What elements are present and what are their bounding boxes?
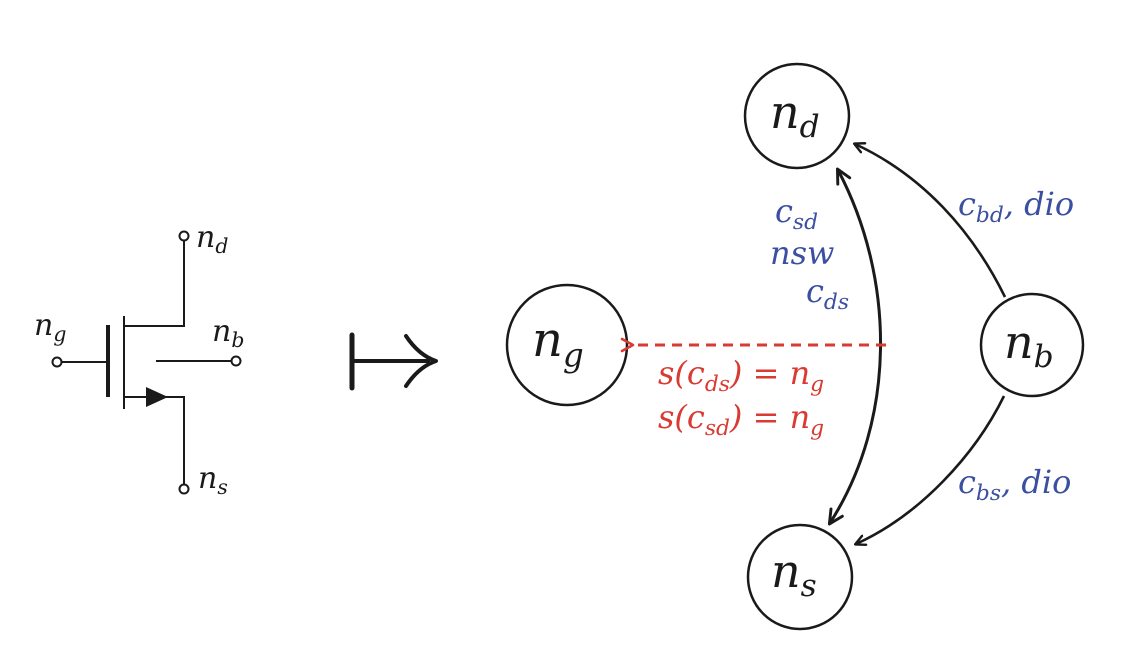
node-nd-label: nd xyxy=(770,85,820,145)
body-label: nb xyxy=(212,314,244,352)
edge-label-c-bs-dio: cbs, dio xyxy=(958,463,1071,506)
edge-body-source xyxy=(856,395,1006,544)
gate-map-label-2: s(csd) = ng xyxy=(658,398,824,441)
gate-label: ng xyxy=(34,308,66,346)
mosfet-transistor-icon xyxy=(51,230,242,495)
source-label: ns xyxy=(198,461,228,499)
edge-body-drain xyxy=(855,144,1007,298)
source-terminal xyxy=(178,483,190,495)
node-nd: nd xyxy=(743,62,851,170)
drain-terminal xyxy=(178,230,190,242)
body-terminal xyxy=(230,355,242,367)
edge-drain-source xyxy=(827,167,882,526)
gate-terminal xyxy=(51,356,63,368)
node-ng: ng xyxy=(505,283,629,407)
node-ng-label: ng xyxy=(532,312,584,374)
drain-label: nd xyxy=(196,220,228,258)
gate-map-label-1: s(cds) = ng xyxy=(658,354,824,397)
drain-wire xyxy=(124,241,185,327)
node-ns: ns xyxy=(746,523,854,631)
edge-label-c-bd-dio: cbd, dio xyxy=(958,185,1074,228)
source-arrow-icon xyxy=(146,387,168,407)
node-nb: nb xyxy=(979,292,1085,398)
source-wire xyxy=(124,396,185,484)
node-ns-label: ns xyxy=(771,544,817,604)
edge-label-c-sd: csd xyxy=(775,192,818,235)
edge-label-c-ds: cds xyxy=(806,272,849,315)
maps-to-arrow-icon xyxy=(349,332,438,391)
edge-label-nsw: nsw xyxy=(770,234,834,272)
node-nb-label: nb xyxy=(1004,315,1054,375)
